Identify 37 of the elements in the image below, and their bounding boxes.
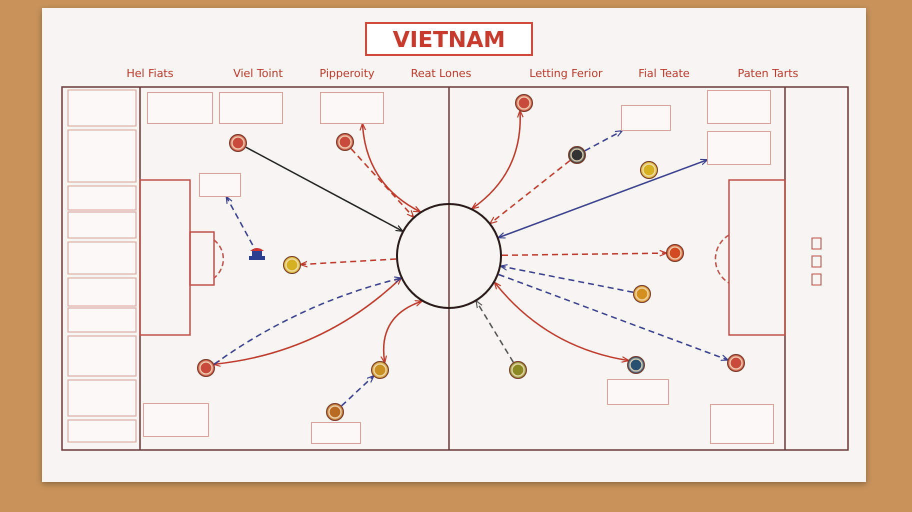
note-card: [143, 403, 209, 437]
column-heading: Hel Fiats: [126, 67, 174, 80]
arrow: [502, 250, 668, 257]
column-heading: Fial Teate: [638, 67, 690, 80]
title: VIETNAM: [365, 22, 533, 56]
arrow: [476, 300, 514, 363]
arrow: [471, 110, 524, 210]
column-heading: Viel Toint: [233, 67, 283, 80]
note-card: [147, 92, 213, 124]
note-card: [621, 105, 671, 131]
arrow: [226, 196, 254, 246]
note-card: [710, 404, 774, 444]
note-card: [707, 131, 771, 165]
arrow: [498, 274, 729, 361]
arrow: [494, 282, 630, 363]
arrow: [500, 264, 634, 293]
note-card: [219, 92, 283, 124]
note-card: [707, 90, 771, 124]
center-circle: [396, 203, 502, 309]
column-heading: Reat Lones: [410, 67, 472, 80]
column-heading: Letting Ferior: [529, 67, 603, 80]
arrow: [584, 130, 623, 152]
note-card: [320, 92, 384, 124]
note-card: [311, 422, 361, 444]
arrow: [350, 148, 414, 218]
arrow: [341, 375, 374, 406]
arrow: [300, 258, 396, 268]
note-card: [607, 379, 669, 405]
player-figure: [246, 245, 268, 261]
column-heading: Paten Tarts: [738, 67, 798, 80]
column-heading: Pipperoity: [319, 67, 375, 80]
arrow: [497, 158, 708, 238]
arrow: [360, 122, 422, 213]
arrow: [246, 146, 404, 232]
arrow: [490, 160, 570, 224]
note-card: [199, 173, 241, 197]
arrow: [380, 300, 423, 364]
